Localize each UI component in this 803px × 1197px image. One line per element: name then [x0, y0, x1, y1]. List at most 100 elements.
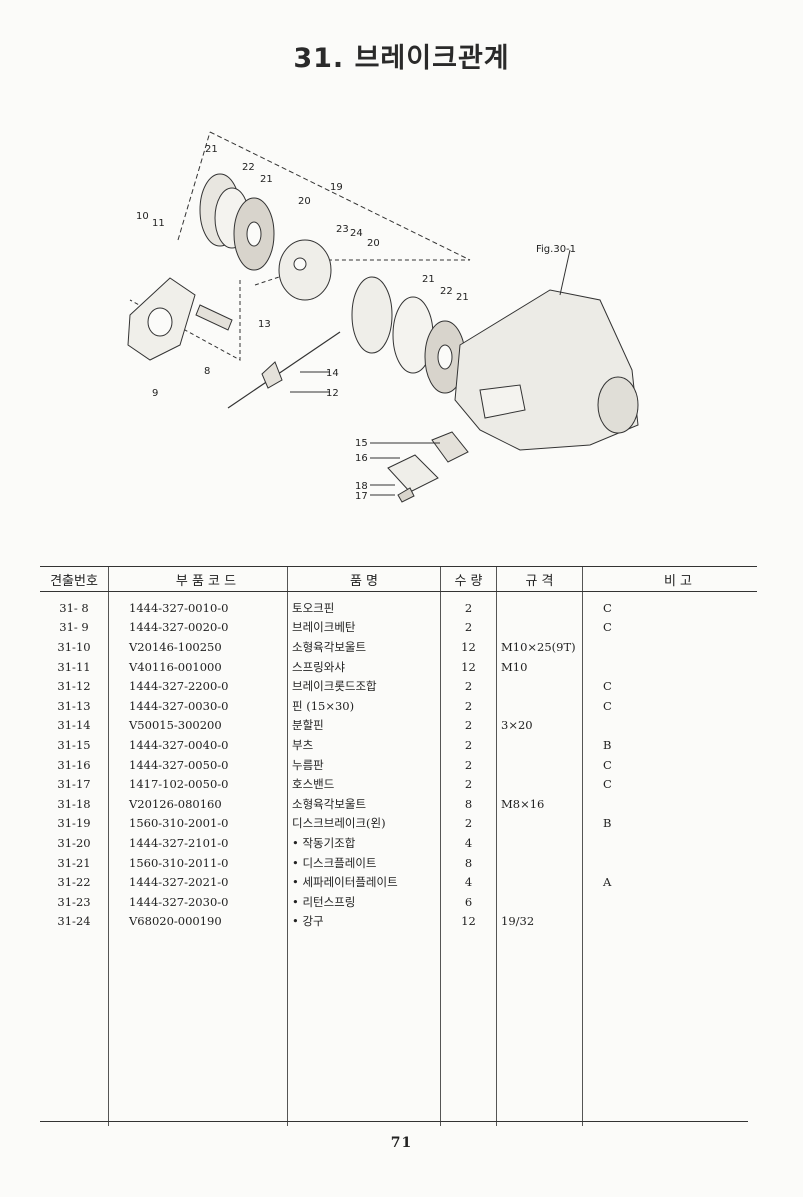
- bottom-rule: [40, 1121, 748, 1122]
- empty-cell: [108, 931, 288, 1127]
- callout: 24: [350, 228, 363, 239]
- ref-number-cell: 31-22: [57, 875, 91, 890]
- ref-number-cell: 31-18: [57, 796, 91, 811]
- remarks-cell: C: [582, 774, 757, 794]
- part-name-cell: • 디스크플레이트: [287, 852, 441, 873]
- remarks-cell: [582, 911, 757, 932]
- part-name-cell: 소형육각보울트: [287, 793, 441, 814]
- remarks-cell: [582, 793, 757, 814]
- empty-cell: [582, 931, 757, 1127]
- spec-cell: [496, 735, 583, 755]
- remarks-cell: C: [582, 676, 757, 696]
- remarks-cell: B: [582, 735, 757, 755]
- part-code-cell: 1444-327-0040-0: [108, 735, 288, 755]
- quantity-cell: 6: [440, 891, 497, 912]
- part-name-cell: • 작동기조합: [287, 833, 441, 853]
- callout: 19: [330, 182, 343, 193]
- quantity-cell: 12: [440, 656, 497, 677]
- empty-cell: [40, 931, 109, 1126]
- ref-number-cell: 31-14: [57, 718, 91, 733]
- part-name-cell: 소형육각보울트: [287, 637, 441, 657]
- spec-cell: [496, 891, 583, 912]
- ref-number-cell: 31-13: [57, 698, 91, 713]
- ref-number-cell: 31-20: [57, 835, 91, 850]
- callout: 22: [440, 286, 453, 297]
- spec-cell: [496, 695, 583, 716]
- callout: 13: [258, 319, 271, 330]
- part-name-cell: • 리턴스프링: [287, 891, 441, 912]
- table-header-row: 견출번호 부 품 코 드 품 명 수 량 규 격 비 고: [40, 566, 757, 592]
- callout: 16: [355, 453, 368, 464]
- callout: 11: [152, 218, 165, 229]
- part-code-cell: 1444-327-0010-0: [108, 591, 288, 618]
- remarks-cell: [582, 656, 757, 677]
- remarks-cell: C: [582, 754, 757, 775]
- part-name-cell: 스프링와샤: [287, 656, 441, 677]
- callout: 22: [242, 162, 255, 173]
- remarks-cell: B: [582, 813, 757, 834]
- remarks-cell: [582, 833, 757, 853]
- remarks-cell: [582, 715, 757, 736]
- spec-cell: 19/32: [496, 911, 583, 932]
- part-name-cell: 부츠: [287, 735, 441, 755]
- spec-cell: M10×25(9T): [496, 637, 583, 657]
- part-name-cell: 분할핀: [287, 715, 441, 736]
- part-code-cell: 1444-327-0030-0: [108, 695, 288, 716]
- callout: 20: [367, 238, 380, 249]
- quantity-cell: 2: [440, 715, 497, 736]
- part-code-cell: V68020-000190: [108, 911, 288, 932]
- remarks-cell: [582, 891, 757, 912]
- part-name-cell: • 세파레이터플레이트: [287, 872, 441, 892]
- ref-number-cell: 31- 9: [59, 620, 89, 635]
- callout: 23: [336, 224, 349, 235]
- part-code-cell: 1444-327-2200-0: [108, 676, 288, 696]
- empty-cell: [440, 931, 497, 1127]
- spec-cell: 3×20: [496, 715, 583, 736]
- part-name-cell: 브레이크베탄: [287, 617, 441, 638]
- spec-cell: [496, 852, 583, 873]
- part-code-cell: 1444-327-0020-0: [108, 617, 288, 638]
- ref-number-cell: 31-11: [57, 659, 91, 674]
- ref-number-cell: 31-12: [57, 679, 91, 694]
- spec-cell: [496, 813, 583, 834]
- quantity-cell: 2: [440, 754, 497, 775]
- quantity-cell: 8: [440, 793, 497, 814]
- quantity-cell: 8: [440, 852, 497, 873]
- page-title: 31. 브레이크관계: [293, 43, 510, 74]
- callout: 18: [355, 481, 368, 492]
- ref-number-cell: 31-10: [57, 639, 91, 654]
- quantity-cell: 2: [440, 695, 497, 716]
- part-name-cell: 토오크핀: [287, 591, 441, 618]
- callout: 9: [152, 388, 158, 399]
- part-code-cell: 1560-310-2011-0: [108, 852, 288, 873]
- spec-cell: [496, 591, 583, 618]
- empty-cell: [496, 931, 583, 1127]
- table-filler-row: [40, 931, 757, 1127]
- callout: 21: [422, 274, 435, 285]
- remarks-cell: C: [582, 591, 757, 618]
- part-code-cell: V20126-080160: [108, 793, 288, 814]
- header-ref-number: 견출번호: [40, 566, 109, 592]
- quantity-cell: 4: [440, 872, 497, 892]
- quantity-cell: 2: [440, 735, 497, 755]
- quantity-cell: 2: [440, 617, 497, 638]
- callout: 10: [136, 211, 149, 222]
- header-remarks: 비 고: [582, 566, 757, 592]
- part-code-cell: 1444-327-0050-0: [108, 754, 288, 775]
- callout: 14: [326, 368, 339, 379]
